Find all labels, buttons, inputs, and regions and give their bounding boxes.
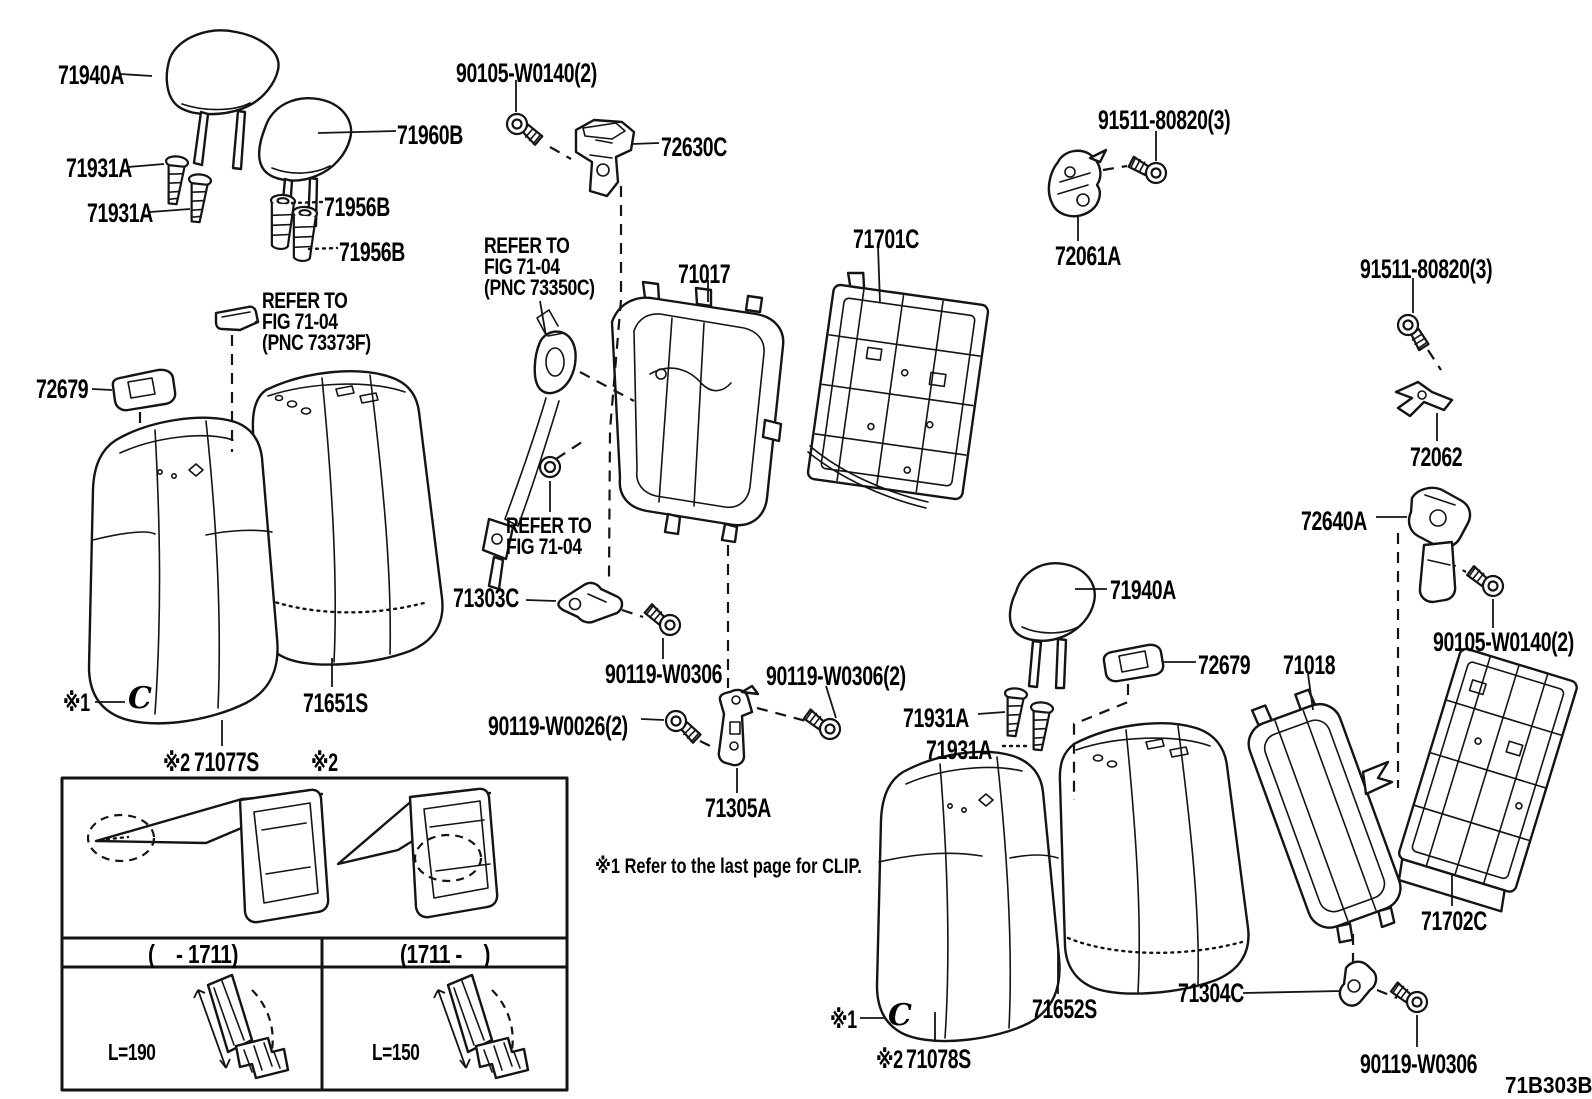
seat-back-pad-71077s-drawing — [87, 416, 279, 725]
part-label-71652s: 71652S — [1032, 994, 1097, 1024]
clip-73373f-drawing — [214, 305, 260, 332]
refer-note-belt-upper: REFER TO FIG 71-04 (PNC 73350C) — [484, 233, 595, 300]
part-label-71018: 71018 — [1283, 650, 1336, 680]
refer-note-clip-left: REFER TO FIG 71-04 (PNC 73373F) — [262, 288, 371, 355]
seat-code-c-right: C — [888, 998, 912, 1033]
refer-note-nut-center: REFER TO FIG 71-04 — [506, 513, 592, 559]
hinge-71303c-drawing — [557, 581, 624, 624]
part-label-72640a: 72640A — [1301, 506, 1367, 536]
mark-m2-71078s: ※2 — [876, 1046, 903, 1074]
inset-length-190: L=190 — [108, 1039, 156, 1065]
part-label-71305a: 71305A — [705, 793, 771, 823]
inset-variant-box — [60, 776, 569, 1092]
part-label-71931a-left-1: 71931A — [66, 153, 132, 183]
hinge-71304c-drawing — [1338, 960, 1378, 1007]
screw-91511-80820-upper-drawing — [1125, 154, 1170, 187]
mark-m2-left-extra: ※2 — [311, 749, 338, 777]
part-label-71303c: 71303C — [453, 583, 519, 613]
part-label-71931a-left-2: 71931A — [87, 198, 153, 228]
belt-guide-72630c-drawing — [574, 118, 636, 198]
part-label-91511-80820-1: 91511-80820(3) — [1098, 105, 1231, 135]
part-label-71956b-2: 71956B — [339, 237, 405, 267]
nut-center-drawing — [538, 455, 562, 479]
part-label-71078s: 71078S — [906, 1044, 971, 1074]
assembly-dashed-lines — [138, 146, 1467, 1000]
seat-belt-73350c-drawing — [481, 309, 577, 591]
part-label-90119-w0306-3: 90119-W0306 — [1360, 1049, 1478, 1079]
part-label-71931a-right-1: 71931A — [903, 703, 969, 733]
part-label-71701c: 71701C — [853, 224, 919, 254]
part-label-90105-w0140-right: 90105-W0140(2) — [1433, 627, 1574, 657]
bezel-72679-left-drawing — [111, 368, 177, 412]
clip-reference-note: ※1 Refer to the last page for CLIP. — [595, 855, 862, 878]
part-label-71017: 71017 — [678, 259, 731, 289]
part-label-71960b: 71960B — [397, 120, 463, 150]
part-label-71651s: 71651S — [303, 688, 368, 718]
bolt-90105-w0140-top-drawing — [502, 109, 548, 148]
part-label-71940a-right: 71940A — [1110, 575, 1176, 605]
part-label-71304c: 71304C — [1178, 978, 1244, 1008]
part-label-72062: 72062 — [1410, 442, 1463, 472]
screw-91511-80820-lower-drawing — [1392, 309, 1436, 354]
seat-back-cover-71651s-drawing — [251, 370, 444, 666]
bolt-90119-w0306-2-drawing — [799, 706, 845, 744]
part-label-90119-w0306-1: 90119-W0306 — [605, 659, 723, 689]
part-label-71077s: 71077S — [194, 747, 259, 777]
mark-m2-71077s: ※2 — [163, 749, 190, 777]
bracket-71305a-drawing — [717, 684, 760, 767]
part-label-71702c: 71702C — [1421, 906, 1487, 936]
part-label-71956b-1: 71956B — [324, 192, 390, 222]
inset-header-after-1711: (1711 - ) — [400, 939, 490, 969]
seat-back-frame-71018-drawing — [1247, 688, 1402, 944]
leader-lines — [91, 73, 1494, 1047]
seat-back-board-71701c-drawing — [806, 271, 990, 509]
seat-back-board-71702c-drawing — [1397, 647, 1578, 913]
seat-code-c-left: C — [128, 681, 152, 716]
headrest-support-71931a-left-drawing — [160, 154, 213, 225]
part-label-71931a-right-2: 71931A — [926, 735, 992, 765]
inset-header-before-1711: ( - 1711) — [148, 939, 238, 969]
seat-back-frame-71017-drawing — [610, 280, 785, 544]
bolt-90119-w0026-drawing — [661, 706, 707, 746]
part-label-90119-w0026-2: 90119-W0026(2) — [488, 711, 628, 741]
bolt-90119-w0306-center-drawing — [639, 601, 685, 640]
part-label-72630c: 72630C — [661, 132, 727, 162]
headrest-71940a-left-drawing — [165, 29, 280, 171]
headrest-support-71931a-right-drawing — [999, 686, 1055, 753]
mark-m1-left: ※1 — [63, 689, 90, 717]
retractor-72640a-drawing — [1407, 486, 1472, 604]
mark-m1-right: ※1 — [830, 1006, 857, 1034]
bracket-72061a-drawing — [1047, 148, 1108, 218]
part-label-72679-left: 72679 — [36, 374, 89, 404]
bolt-90105-w0140-right-drawing — [1462, 563, 1508, 601]
seat-back-pad-71078s-drawing — [875, 750, 1061, 1043]
anchor-72062-drawing — [1394, 380, 1454, 418]
seat-back-cover-71652s-drawing — [1058, 722, 1250, 995]
figure-code: 71B303B — [1505, 1072, 1592, 1098]
part-label-90105-w0140-top: 90105-W0140(2) — [456, 58, 597, 88]
headrest-71940a-right-drawing — [1008, 562, 1096, 690]
part-label-91511-80820-2: 91511-80820(3) — [1360, 254, 1493, 284]
inset-length-150: L=150 — [372, 1039, 420, 1065]
part-label-72061a: 72061A — [1055, 241, 1121, 271]
bolt-90119-w0306-right-drawing — [1386, 979, 1432, 1017]
part-label-72679-right: 72679 — [1198, 650, 1251, 680]
bezel-72679-right-drawing — [1102, 643, 1165, 683]
part-label-71940a-left: 71940A — [58, 60, 124, 90]
part-label-90119-w0306-2: 90119-W0306(2) — [766, 661, 906, 691]
